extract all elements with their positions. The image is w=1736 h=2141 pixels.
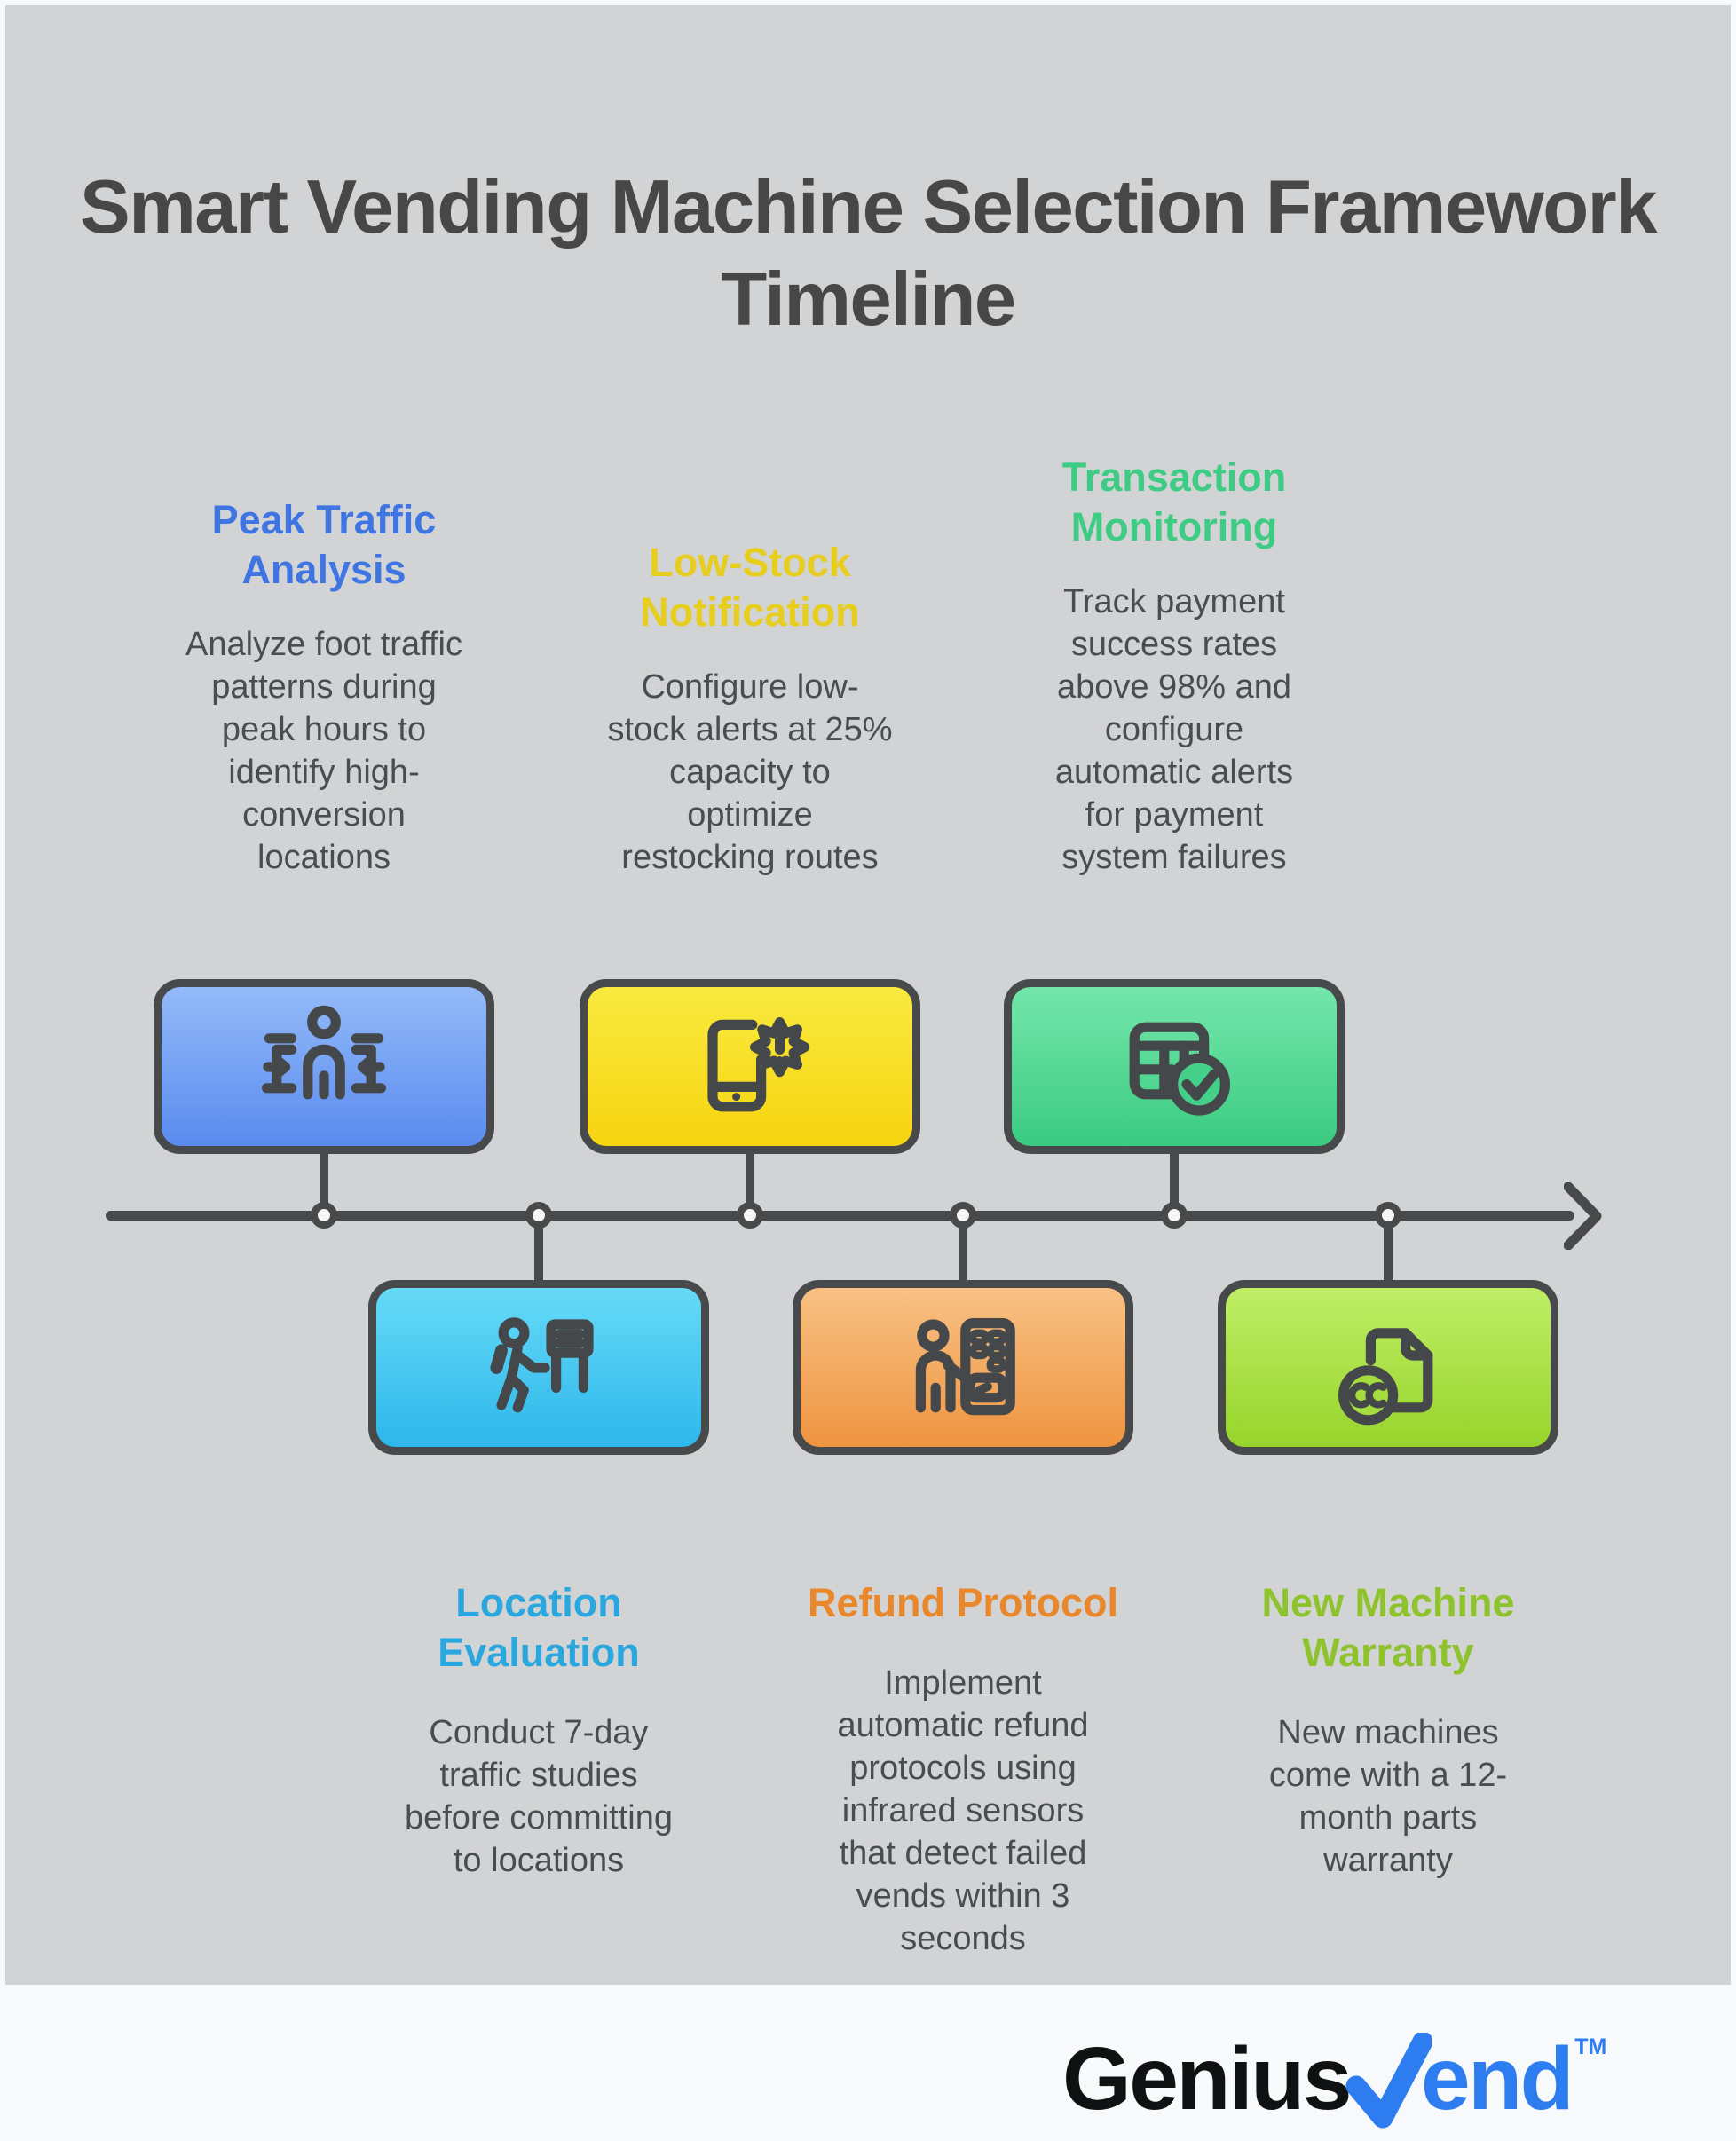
step-text-peak-traffic-analysis: Peak Traffic Analysis Analyze foot traff… [146,404,501,879]
step-heading: New Machine Warranty [1261,1580,1515,1675]
step-box-transaction-monitoring [1004,979,1345,1154]
timeline-node [1161,1202,1188,1229]
phone-alert-icon [707,1016,810,1111]
table-check-icon [1129,1022,1230,1116]
brand-suffix: end [1420,2029,1574,2129]
step-box-peak-traffic-analysis [154,979,494,1154]
timeline-node [950,1202,976,1229]
check-icon [1345,2033,1432,2129]
step-body: Implement automatic refund protocols usi… [837,1664,1089,1957]
step-body: Conduct 7-day traffic studies before com… [404,1714,673,1879]
vending-machine-user-icon [915,1317,1015,1415]
step-heading: Location Evaluation [438,1580,640,1675]
timeline-node [737,1202,763,1229]
step-text-location-evaluation: Location Evaluation Conduct 7-day traffi… [361,1578,716,1882]
brand-prefix: Genius [1062,2029,1352,2129]
timeline-connector [1170,1150,1179,1215]
step-box-low-stock-notification [580,979,920,1154]
timeline-connector [320,1150,328,1215]
step-text-low-stock-notification: Low-Stock Notification Configure low- st… [572,404,927,879]
walking-visitor-icon [490,1316,594,1412]
step-heading: Transaction Monitoring [1061,454,1287,549]
step-heading: Peak Traffic Analysis [211,497,437,592]
page-title: Smart Vending Machine Selection Framewor… [80,165,1657,342]
step-body: Analyze foot traffic patterns during pea… [185,626,462,876]
timeline-connector [746,1150,754,1215]
step-body: Configure low- stock alerts at 25% capac… [607,668,893,876]
timeline-connector [534,1215,543,1284]
timeline-node [525,1202,552,1229]
step-body: Track payment success rates above 98% an… [1054,583,1294,876]
step-box-refund-protocol [793,1280,1133,1455]
timeline-line [106,1211,1574,1221]
timeline-node [311,1202,337,1229]
step-box-new-machine-warranty [1218,1280,1558,1455]
step-text-new-machine-warranty: New Machine Warranty New machines come w… [1211,1578,1566,1882]
foot-traffic-icon [262,1005,386,1099]
step-box-location-evaluation [368,1280,709,1455]
brand-trademark: TM [1574,2034,1607,2059]
timeline-node [1375,1202,1401,1229]
step-text-transaction-monitoring: Transaction Monitoring Track payment suc… [997,404,1352,879]
brand-logo: Genius end TM [1062,2029,1607,2129]
license-document-icon [1338,1327,1433,1425]
timeline-connector [959,1215,967,1284]
step-text-refund-protocol: Refund Protocol Implement automatic refu… [785,1578,1140,1960]
timeline-arrow-icon [1564,1182,1602,1250]
step-heading: Refund Protocol [808,1580,1118,1625]
timeline-connector [1384,1215,1393,1284]
step-body: New machines come with a 12- month parts… [1268,1714,1508,1879]
step-heading: Low-Stock Notification [640,540,860,635]
